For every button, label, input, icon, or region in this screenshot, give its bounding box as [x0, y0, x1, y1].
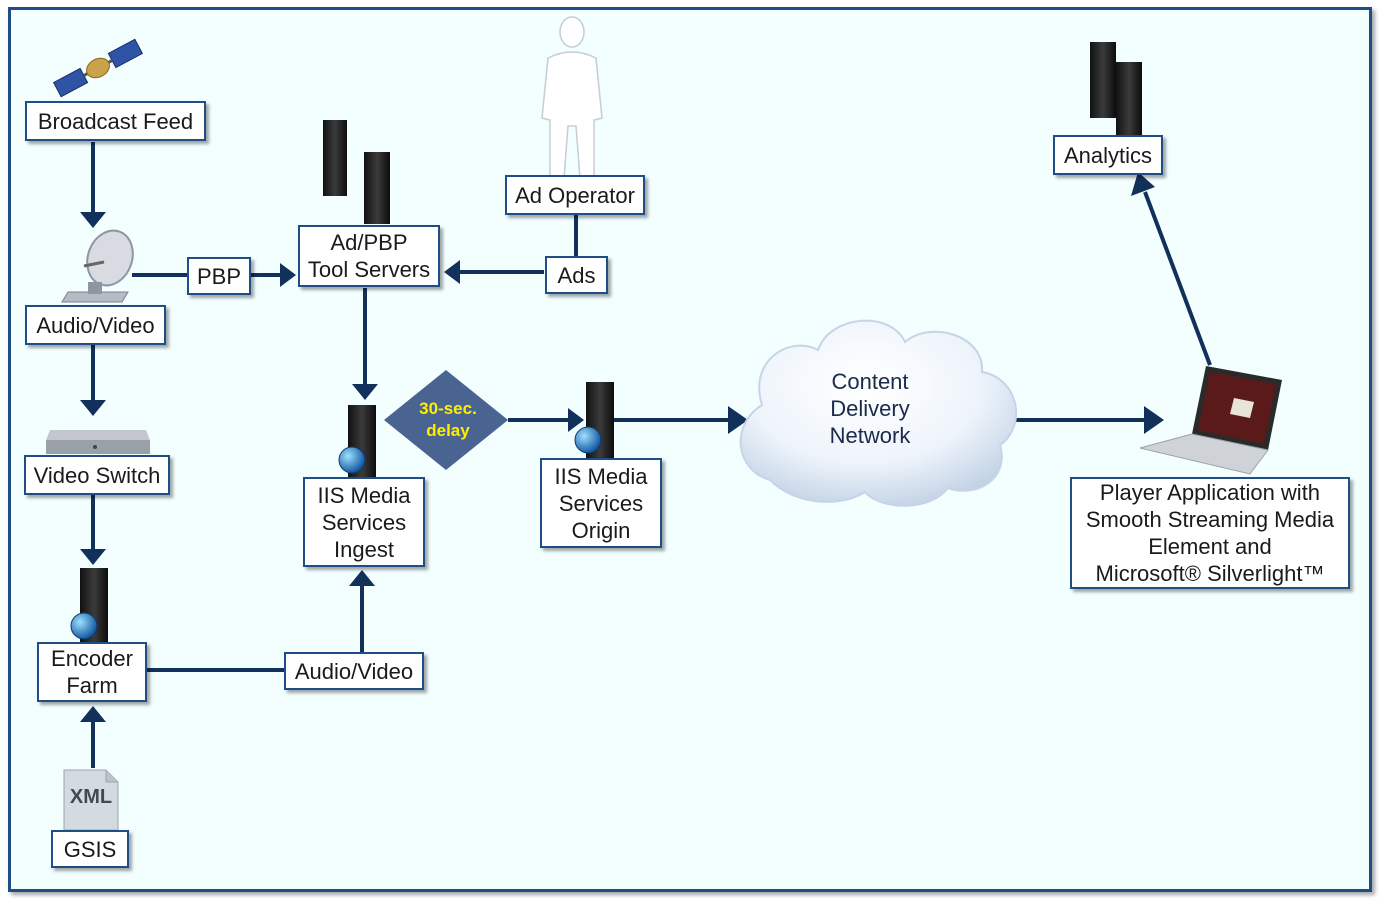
cloud-icon: [739, 319, 1018, 507]
satellite-icon: [52, 38, 144, 98]
video-switch-node: Video Switch: [24, 455, 170, 495]
iis-media-services-origin-node: IIS Media Services Origin: [540, 458, 662, 548]
audio-video-source-node: Audio/Video: [25, 305, 166, 345]
xml-file-icon: [63, 769, 119, 831]
cdn-label: Content Delivery Network: [829, 369, 911, 448]
pbp-node: PBP: [187, 257, 251, 295]
laptop-icon: [1139, 366, 1282, 475]
video-switch-icon: [46, 430, 150, 454]
ad-pbp-tool-servers-node: Ad/PBP Tool Servers: [298, 225, 440, 287]
gsis-node: GSIS: [51, 830, 129, 868]
globe-icon: [338, 446, 366, 474]
server-icon: [323, 120, 390, 224]
person-silhouette-icon: [541, 16, 603, 179]
delay-label: 30-sec. delay: [419, 399, 477, 440]
ad-operator-node: Ad Operator: [505, 175, 645, 215]
broadcast-feed-node: Broadcast Feed: [25, 101, 206, 141]
satellite-dish-icon: [61, 229, 134, 303]
server-icon: [1090, 42, 1142, 136]
encoder-farm-node: Encoder Farm: [37, 642, 147, 702]
analytics-node: Analytics: [1053, 135, 1163, 175]
delay-diamond: [384, 370, 508, 470]
xml-file-label: XML: [69, 786, 113, 808]
globe-icon: [574, 426, 602, 454]
audio-video-feed-node: Audio/Video: [284, 652, 424, 690]
ads-node: Ads: [545, 256, 608, 294]
player-application-node: Player Application with Smooth Streaming…: [1070, 477, 1350, 589]
iis-media-services-ingest-node: IIS Media Services Ingest: [303, 477, 425, 567]
globe-icon: [70, 612, 98, 640]
